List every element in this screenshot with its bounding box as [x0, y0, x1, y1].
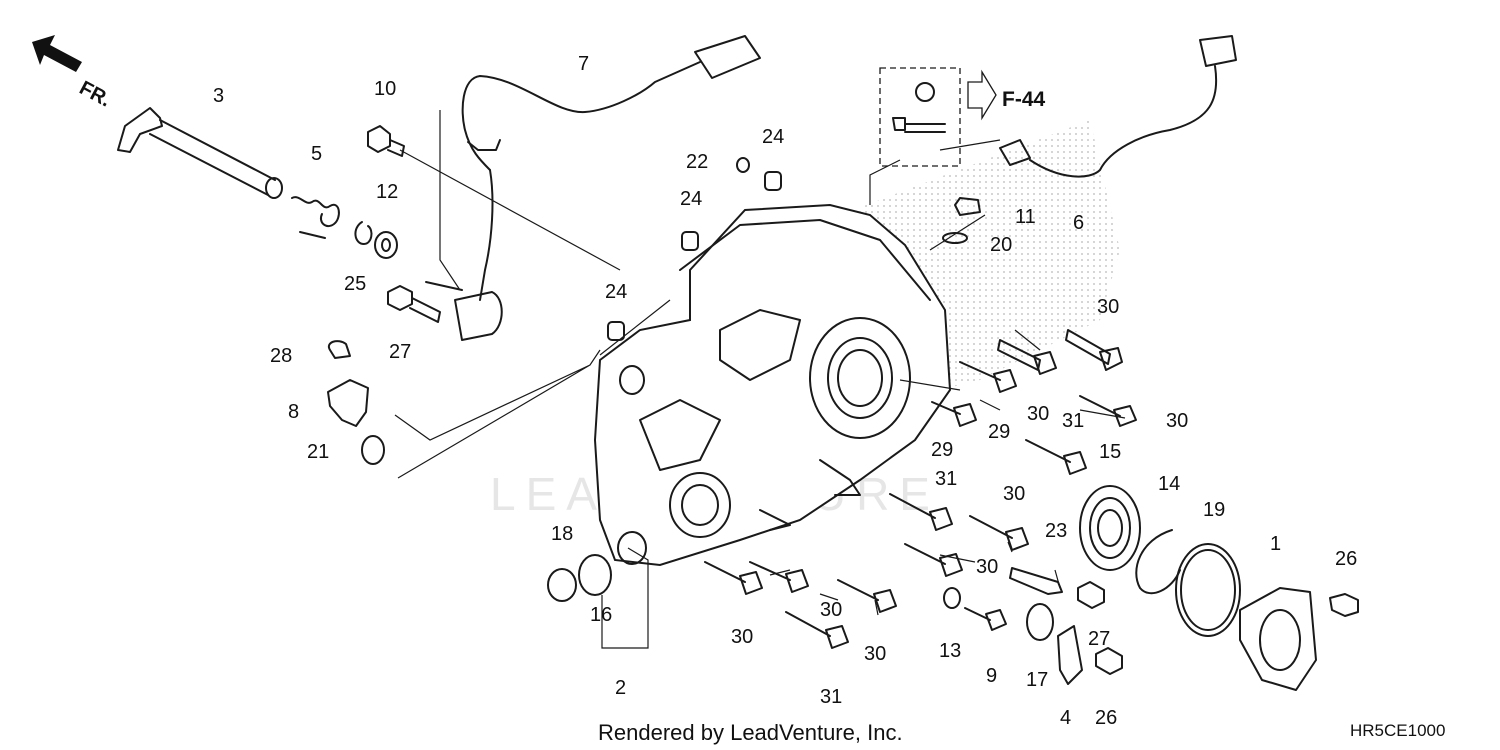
callout: 5 [311, 143, 322, 165]
callout: 6 [1073, 212, 1084, 234]
callout: 3 [213, 85, 224, 107]
front-direction-arrow: FR. [32, 35, 114, 112]
callout: 26 [1335, 548, 1357, 570]
bolt-31 [889, 493, 953, 531]
bearing [1079, 485, 1141, 571]
circlip [354, 221, 373, 245]
callout: 8 [288, 401, 299, 423]
callout: 30 [1097, 296, 1119, 318]
callout: 4 [1060, 707, 1071, 729]
return-spring [291, 196, 340, 239]
callout: 23 [1045, 520, 1067, 542]
callout: 12 [376, 181, 398, 203]
callout: 30 [820, 599, 842, 621]
callout: 30 [1003, 483, 1025, 505]
callout: 1 [1270, 533, 1281, 555]
callout: 31 [935, 468, 957, 490]
shift-shaft [117, 107, 283, 199]
callout: 26 [1095, 707, 1117, 729]
washer-13 [943, 587, 961, 609]
harness-6 [999, 35, 1237, 178]
bolt-31 [785, 611, 849, 649]
o-ring-19 [1175, 543, 1241, 637]
speed-sensor [327, 379, 369, 427]
bolt-31 [1025, 439, 1087, 475]
bolt-9 [964, 607, 1007, 631]
callout: 19 [1203, 499, 1225, 521]
collar-17 [1026, 603, 1054, 641]
circlip-14 [1135, 529, 1181, 595]
dowel-pin [681, 231, 699, 251]
callout: 10 [374, 78, 396, 100]
bolt-26 [1095, 647, 1123, 675]
callout: 2 [615, 677, 626, 699]
diagram-code: HR5CE1000 [1350, 721, 1445, 740]
sensor-harness [425, 35, 761, 341]
callout: 15 [1099, 441, 1121, 463]
callout: 18 [551, 523, 573, 545]
callout: 22 [686, 151, 708, 173]
callout: 20 [990, 234, 1012, 256]
bracket-4 [1057, 625, 1083, 685]
bolt-27-left [387, 285, 441, 323]
part-23 [1009, 567, 1063, 595]
bolt-29 [931, 401, 977, 427]
callout-numbers: 3 5 10 7 12 25 27 28 8 21 22 24 24 24 11… [213, 53, 1357, 729]
callout: 31 [820, 686, 842, 708]
bolt-28 [327, 340, 351, 359]
drain-plug [954, 197, 981, 216]
needle-bearing [578, 554, 612, 596]
bolt-30 [749, 561, 809, 593]
callout: 7 [578, 53, 589, 75]
callout: 13 [939, 640, 961, 662]
bolt-30 [704, 561, 763, 595]
bolt-30 [969, 515, 1029, 551]
callout: 25 [344, 273, 366, 295]
reference-box: F-44 [879, 67, 1046, 167]
bolt-30 [997, 339, 1057, 375]
callout: 27 [389, 341, 411, 363]
callout: 24 [762, 126, 784, 148]
footer-credit: Rendered by LeadVenture, Inc. [598, 720, 903, 745]
callout: 30 [1166, 410, 1188, 432]
crankcase-cover [593, 203, 952, 567]
callout: 16 [590, 604, 612, 626]
callout: 11 [1015, 206, 1036, 228]
bolt-10 [367, 125, 405, 157]
washer-22 [736, 157, 750, 173]
callout: 24 [680, 188, 702, 210]
callout: 28 [270, 345, 292, 367]
oil-seal [547, 568, 577, 602]
dowel-pin [607, 321, 625, 341]
front-label: FR. [76, 77, 115, 112]
washer-20 [942, 232, 968, 244]
reference-label: F-44 [1002, 88, 1046, 111]
o-ring [361, 435, 385, 465]
bolt-30 [1079, 395, 1137, 427]
bolt-27 [1077, 581, 1105, 609]
callout: 30 [976, 556, 998, 578]
callout: 27 [1088, 628, 1110, 650]
leader-lines [394, 110, 1126, 649]
callout: 24 [605, 281, 627, 303]
washer [374, 231, 398, 259]
callout: 9 [986, 665, 997, 687]
callout: 29 [931, 439, 953, 461]
bolt-26 [1329, 593, 1359, 617]
callout: 30 [731, 626, 753, 648]
callout: 21 [307, 441, 329, 463]
bolt-30 [904, 543, 963, 577]
bolt-30 [1065, 329, 1123, 371]
callout: 17 [1026, 669, 1048, 691]
callout: 14 [1158, 473, 1180, 495]
callout: 30 [864, 643, 886, 665]
bolt-29 [959, 361, 1017, 393]
callout: 30 [1027, 403, 1049, 425]
callout: 31 [1062, 410, 1084, 432]
dowel-pin [764, 171, 782, 191]
bolt-30 [837, 579, 897, 613]
cover-plate [1239, 587, 1317, 691]
callout: 29 [988, 421, 1010, 443]
